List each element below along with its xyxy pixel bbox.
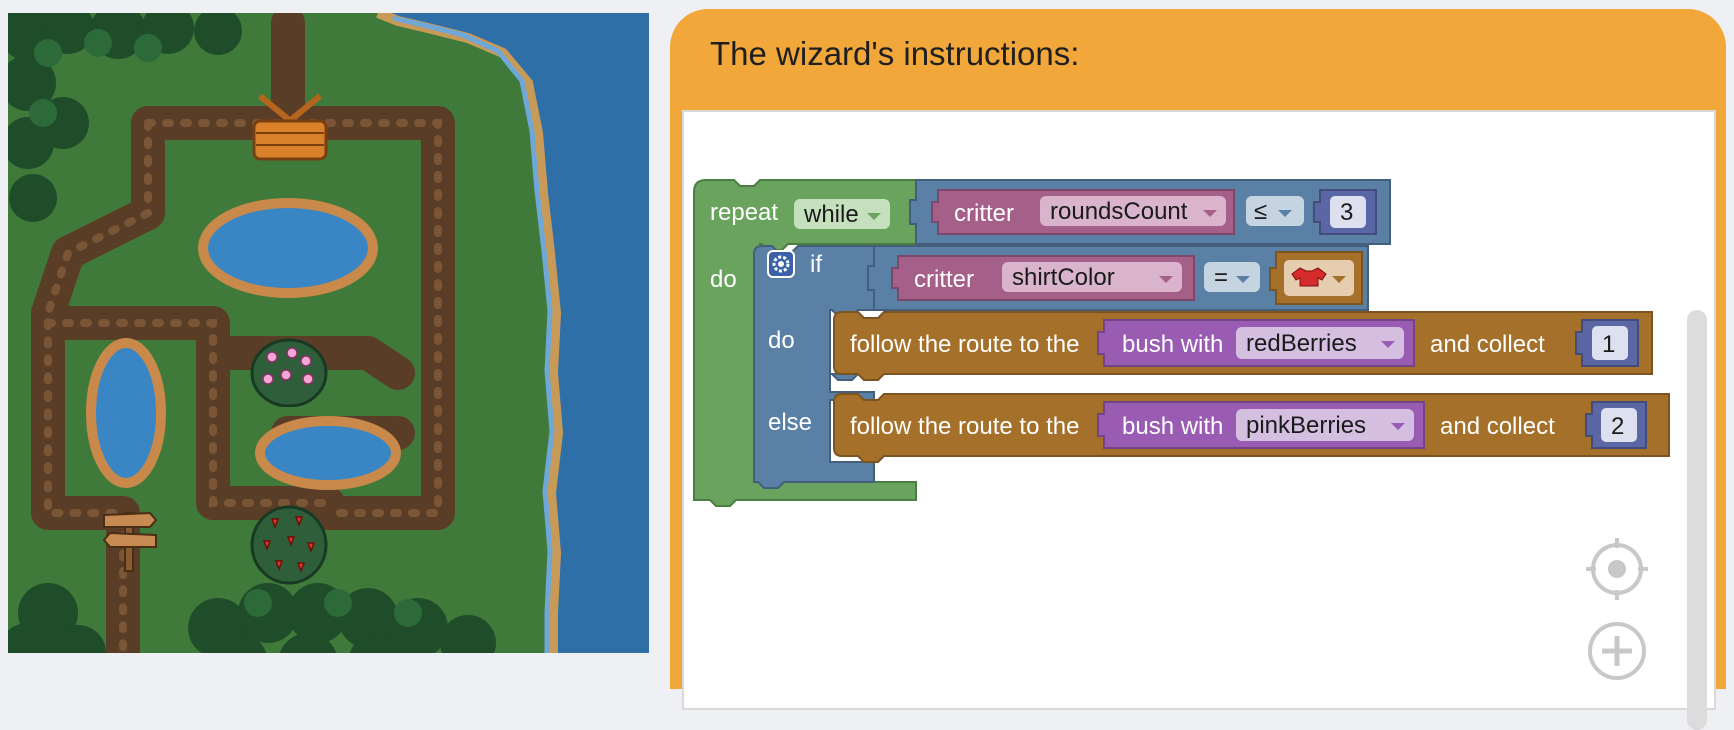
if-else-block[interactable]: if do else: [753, 245, 875, 489]
number-block-rounds[interactable]: 3: [1313, 189, 1377, 235]
shirt-property-value: shirtColor: [1012, 264, 1115, 291]
critter-property-block-rounds[interactable]: critter roundsCount: [931, 189, 1235, 235]
operator-dropdown-eq[interactable]: =: [1204, 262, 1260, 292]
rounds-property-value: roundsCount: [1050, 198, 1188, 225]
collect-label: and collect: [1440, 413, 1555, 440]
number-block-collect-2[interactable]: 2: [1585, 401, 1647, 449]
bush-label: bush with: [1122, 413, 1223, 440]
if-do-label: do: [768, 327, 795, 354]
red-shirt-icon: [1291, 267, 1327, 287]
compare-block-shirt[interactable]: critter shirtColor =: [867, 245, 1369, 311]
compare-block-rounds[interactable]: critter roundsCount ≤ 3: [909, 179, 1391, 245]
berry-type-value: pinkBerries: [1246, 412, 1366, 439]
if-settings-gear-icon[interactable]: [767, 250, 795, 278]
chevron-down-icon: [867, 213, 881, 220]
rounds-number-value: 3: [1340, 199, 1353, 226]
loop-do-label: do: [710, 266, 737, 293]
collect-label: and collect: [1430, 331, 1545, 358]
collect-number-value: 1: [1602, 331, 1615, 358]
follow-route-block-pink[interactable]: follow the route to the bush with pinkBe…: [833, 393, 1670, 463]
action1-prefix: follow the route to the: [850, 331, 1079, 358]
game-map: [8, 13, 649, 653]
number-block-collect-1[interactable]: 1: [1575, 319, 1639, 367]
operator-value: ≤: [1254, 198, 1267, 225]
rounds-property-dropdown[interactable]: roundsCount: [1040, 196, 1226, 226]
else-label: else: [768, 409, 812, 436]
follow-route-block-red[interactable]: follow the route to the bush with redBer…: [833, 311, 1653, 381]
bush-selector-block-red[interactable]: bush with redBerries: [1097, 319, 1415, 367]
critter-label: critter: [914, 266, 974, 293]
signpost-icon: [102, 511, 158, 572]
instructions-panel: The wizard's instructions: repeat while …: [670, 9, 1726, 730]
chevron-down-icon: [1381, 341, 1395, 348]
chevron-down-icon: [1236, 276, 1250, 283]
action2-prefix: follow the route to the: [850, 413, 1079, 440]
repeat-mode-value: while: [803, 201, 859, 228]
repeat-label: repeat: [710, 199, 778, 226]
repeat-mode-dropdown[interactable]: while: [794, 199, 890, 229]
center-target-icon[interactable]: [1584, 536, 1650, 602]
chevron-down-icon: [1391, 423, 1405, 430]
workspace-scrollbar[interactable]: [1687, 310, 1707, 730]
bush-label: bush with: [1122, 331, 1223, 358]
shirt-property-dropdown[interactable]: shirtColor: [1002, 262, 1182, 292]
bush-red-berries-icon: [250, 505, 328, 585]
operator-value: =: [1214, 264, 1228, 291]
chevron-down-icon: [1159, 276, 1173, 283]
berry-type-dropdown-pink[interactable]: pinkBerries: [1236, 409, 1414, 441]
chevron-down-icon: [1332, 276, 1346, 283]
chevron-down-icon: [1278, 210, 1292, 217]
bush-pink-berries-icon: [250, 338, 328, 407]
berry-type-dropdown-red[interactable]: redBerries: [1236, 327, 1404, 359]
panel-title: The wizard's instructions:: [710, 35, 1080, 72]
chevron-down-icon: [1203, 210, 1217, 217]
blocks-workspace[interactable]: repeat while do critter roundsCount: [682, 110, 1716, 730]
critter-property-block-shirt[interactable]: critter shirtColor: [891, 255, 1195, 301]
if-label: if: [810, 251, 822, 278]
shirt-color-value-block[interactable]: [1269, 251, 1363, 305]
berry-type-value: redBerries: [1246, 330, 1357, 357]
critter-label: critter: [954, 200, 1014, 227]
operator-dropdown-le[interactable]: ≤: [1246, 196, 1304, 226]
collect-number-value: 2: [1611, 413, 1624, 440]
bush-selector-block-pink[interactable]: bush with pinkBerries: [1097, 401, 1425, 449]
zoom-in-icon[interactable]: [1584, 618, 1650, 684]
basket-icon: [252, 93, 328, 161]
